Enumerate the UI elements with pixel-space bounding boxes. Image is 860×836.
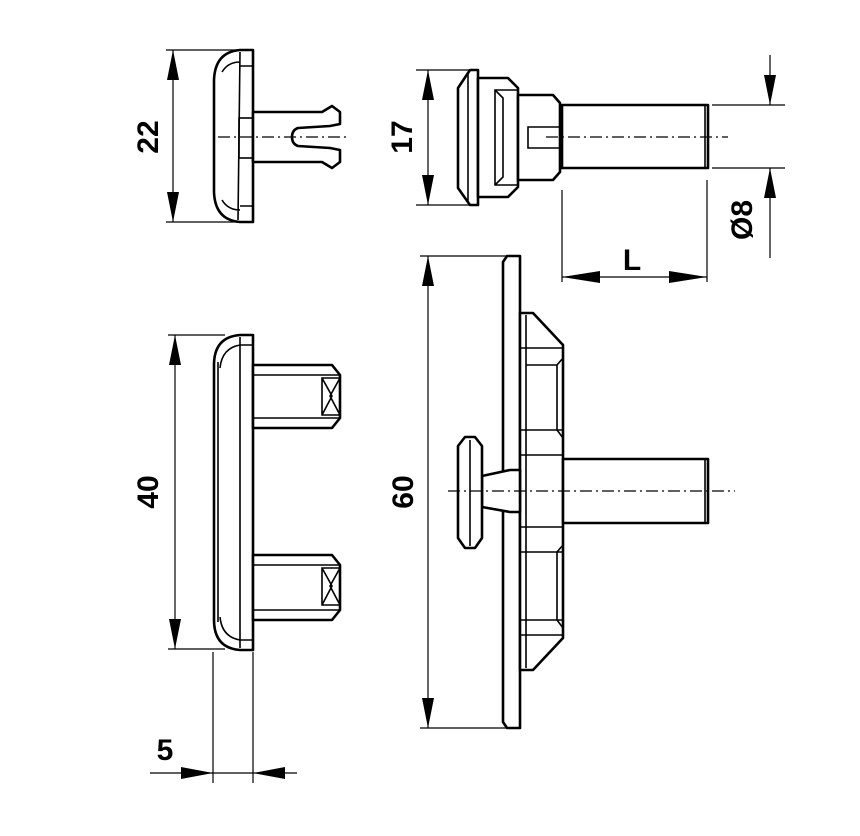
front-view-cap: 40 5 (132, 333, 342, 783)
dimension-label-40: 40 (132, 475, 165, 508)
dimension-label-22: 22 (132, 120, 165, 153)
dimension-label-17: 17 (386, 120, 419, 153)
dimension-label-length: L (623, 244, 641, 277)
assembly-view: 60 (387, 254, 735, 730)
dimension-label-60: 60 (387, 475, 420, 508)
dimension-label-diameter: Ø8 (726, 200, 759, 240)
top-view-bolt: 17 Ø8 L (386, 55, 785, 283)
dimension-label-5: 5 (157, 734, 174, 767)
pin-upper (251, 363, 342, 430)
pin-lower (251, 553, 342, 622)
side-view-cap: 22 (132, 48, 346, 224)
